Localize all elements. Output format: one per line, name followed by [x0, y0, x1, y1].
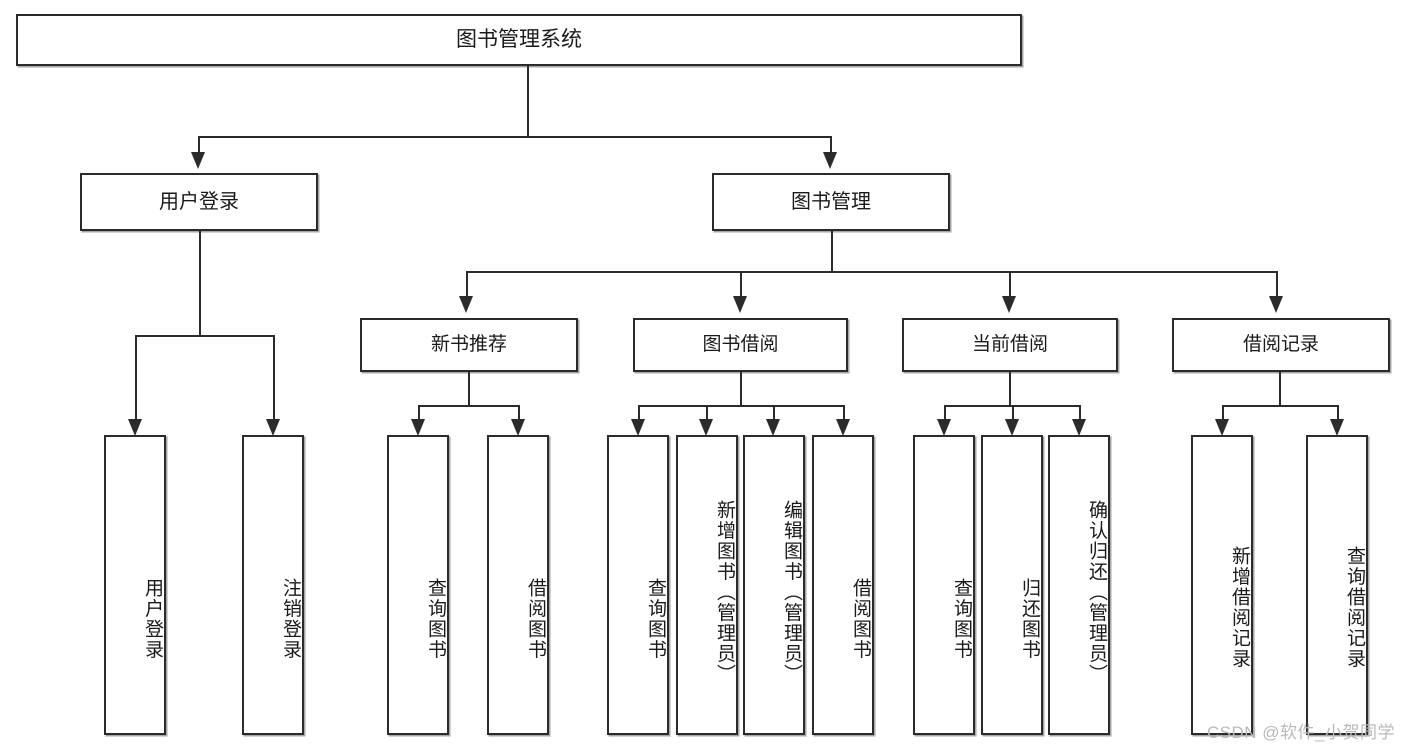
node-leaf-edit-book[interactable]: 编辑图书（管理员）: [743, 435, 805, 735]
node-label: 新增图书（管理员）: [714, 499, 735, 685]
arrowhead-to-leaf-query-book-1: [411, 419, 425, 436]
arrowhead-to-user-login: [191, 152, 205, 169]
connector-cb-drop-1: [944, 405, 946, 419]
connector-br-drop-2: [1337, 405, 1339, 419]
connector-cb-drop-3: [1079, 405, 1081, 419]
node-label: 图书管理系统: [456, 27, 582, 51]
connector-root-stem: [527, 66, 529, 136]
arrowhead-to-leaf-confirm-return: [1072, 419, 1086, 436]
connector-br-stem: [1279, 372, 1281, 405]
connector-root-drop-left: [198, 136, 200, 152]
node-book-borrow[interactable]: 图书借阅: [633, 318, 848, 372]
node-book-manage[interactable]: 图书管理: [712, 173, 950, 231]
node-label: 图书借阅: [702, 334, 779, 356]
node-leaf-borrow-book-1[interactable]: 借阅图书: [487, 435, 549, 735]
connector-cb-drop-2: [1012, 405, 1014, 419]
arrowhead-to-current-borrow: [1002, 296, 1016, 313]
arrowhead-to-leaf-add-book: [699, 419, 713, 436]
connector-nbr-drop-1: [418, 405, 420, 419]
arrowhead-to-leaf-query-book-3: [937, 419, 951, 436]
node-borrow-record[interactable]: 借阅记录: [1172, 318, 1390, 372]
node-leaf-query-book-3[interactable]: 查询图书: [913, 435, 975, 735]
node-label: 用户登录: [142, 578, 163, 660]
connector-user-login-drop-2: [273, 335, 275, 419]
connector-bm-drop-4: [1276, 271, 1278, 296]
arrowhead-to-leaf-add-record: [1215, 419, 1229, 436]
connector-bm-drop-3: [1009, 271, 1011, 296]
node-label: 借阅图书: [850, 578, 871, 660]
arrowhead-to-leaf-query-record: [1330, 419, 1344, 436]
arrowhead-to-borrow-record: [1269, 296, 1283, 313]
node-label: 用户登录: [159, 190, 239, 213]
node-label: 借阅图书: [525, 578, 546, 660]
node-label: 注销登录: [280, 578, 301, 660]
node-leaf-user-login[interactable]: 用户登录: [104, 435, 166, 735]
node-label: 查询借阅记录: [1344, 545, 1365, 669]
arrowhead-to-leaf-borrow-book-1: [511, 419, 525, 436]
connector-bb-drop-4: [843, 405, 845, 419]
connector-br-drop-1: [1222, 405, 1224, 419]
arrowhead-to-leaf-return-book: [1005, 419, 1019, 436]
node-leaf-return-book[interactable]: 归还图书: [981, 435, 1043, 735]
connector-br-bus: [1222, 405, 1337, 407]
node-label: 图书管理: [791, 190, 871, 213]
node-root-book-management-system[interactable]: 图书管理系统: [16, 14, 1022, 66]
connector-bb-drop-2: [706, 405, 708, 419]
node-label: 新增借阅记录: [1229, 545, 1250, 669]
node-label: 当前借阅: [971, 334, 1048, 356]
connector-nbr-drop-2: [518, 405, 520, 419]
connector-root-drop-right: [830, 136, 832, 152]
connector-bb-stem: [740, 372, 742, 405]
node-label: 借阅记录: [1242, 334, 1319, 356]
connector-bb-drop-1: [638, 405, 640, 419]
node-label: 查询图书: [645, 578, 666, 660]
connector-bb-drop-3: [773, 405, 775, 419]
node-leaf-add-record[interactable]: 新增借阅记录: [1191, 435, 1253, 735]
arrowhead-to-leaf-user-logout: [266, 419, 280, 436]
node-label: 确认归还（管理员）: [1086, 499, 1107, 685]
node-leaf-borrow-book-2[interactable]: 借阅图书: [812, 435, 874, 735]
connector-nbr-stem: [468, 372, 470, 405]
connector-user-login-stem: [199, 231, 201, 335]
arrowhead-to-new-book-rec: [459, 296, 473, 313]
connector-cb-stem: [1009, 372, 1011, 405]
arrowhead-to-leaf-query-book-2: [631, 419, 645, 436]
node-leaf-query-book-1[interactable]: 查询图书: [387, 435, 449, 735]
node-label: 查询图书: [425, 578, 446, 660]
node-leaf-user-logout[interactable]: 注销登录: [242, 435, 304, 735]
connector-root-bus: [198, 136, 830, 138]
node-label: 编辑图书（管理员）: [781, 499, 802, 685]
arrowhead-to-leaf-borrow-book-2: [836, 419, 850, 436]
node-label: 新书推荐: [430, 334, 507, 356]
node-user-login[interactable]: 用户登录: [80, 173, 318, 231]
node-leaf-add-book[interactable]: 新增图书（管理员）: [676, 435, 738, 735]
node-leaf-confirm-return[interactable]: 确认归还（管理员）: [1048, 435, 1110, 735]
node-leaf-query-record[interactable]: 查询借阅记录: [1306, 435, 1368, 735]
arrowhead-to-leaf-user-login: [128, 419, 142, 436]
connector-user-login-drop-1: [135, 335, 137, 419]
connector-bb-bus: [638, 405, 843, 407]
connector-bm-drop-2: [740, 271, 742, 296]
node-new-book-rec[interactable]: 新书推荐: [360, 318, 578, 372]
node-label: 查询图书: [951, 578, 972, 660]
arrowhead-to-book-borrow: [733, 296, 747, 313]
arrowhead-to-book-manage: [823, 152, 837, 169]
connector-user-login-bus: [135, 335, 273, 337]
node-current-borrow[interactable]: 当前借阅: [902, 318, 1118, 372]
connector-nbr-bus: [418, 405, 518, 407]
connector-cb-bus: [944, 405, 1079, 407]
connector-book-manage-stem: [831, 231, 833, 271]
connector-bm-drop-1: [466, 271, 468, 296]
node-leaf-query-book-2[interactable]: 查询图书: [607, 435, 669, 735]
connector-book-manage-bus: [466, 271, 1276, 273]
arrowhead-to-leaf-edit-book: [766, 419, 780, 436]
node-label: 归还图书: [1019, 578, 1040, 660]
